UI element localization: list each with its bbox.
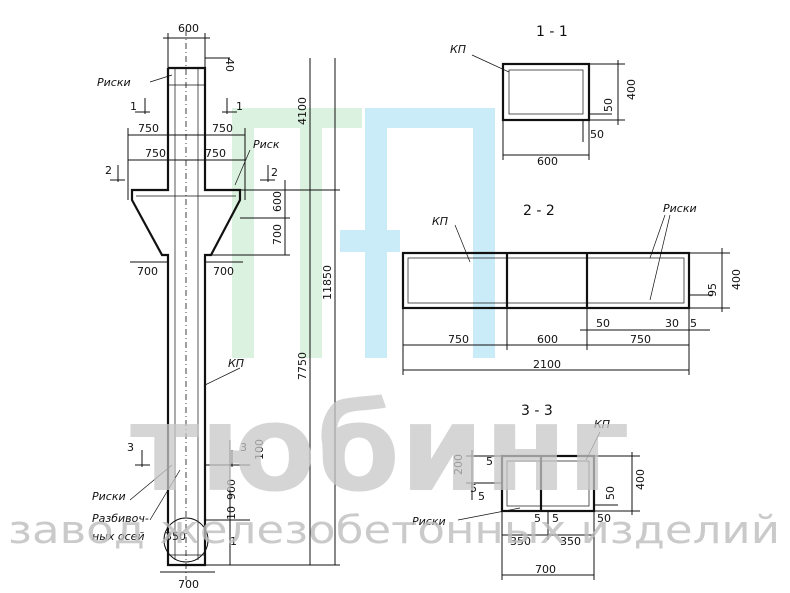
dim-base-700: 700 bbox=[178, 578, 199, 591]
cut-3-right: 3 bbox=[240, 441, 247, 454]
dim-750-right-lower: 750 bbox=[205, 147, 226, 160]
dim-750-left-lower: 750 bbox=[145, 147, 166, 160]
section-title-3-3: 3 - 3 bbox=[521, 403, 553, 419]
watermark-logo bbox=[232, 108, 495, 358]
s3-d200: 200 bbox=[452, 454, 465, 475]
cut-1-bottom: 1 bbox=[230, 535, 237, 548]
s2-w750a: 750 bbox=[448, 333, 469, 346]
cut-1-right: 1 bbox=[236, 100, 243, 113]
label-razb-line1: Разбивоч- bbox=[92, 512, 149, 525]
s3-d5e: 5 bbox=[552, 512, 559, 525]
s3-d5a: 5 bbox=[486, 455, 493, 468]
s3-d50b: 50 bbox=[597, 512, 611, 525]
s3-d5d: 5 bbox=[534, 512, 541, 525]
label-kp-s3: КП bbox=[594, 418, 610, 431]
label-riski-bottom: Риски bbox=[92, 490, 126, 503]
section-1-1 bbox=[471, 54, 625, 160]
dim-700-right: 700 bbox=[213, 265, 234, 278]
cut-1-left: 1 bbox=[130, 100, 137, 113]
s3-total: 700 bbox=[535, 563, 556, 576]
dim-upper-height: 4100 bbox=[296, 97, 309, 125]
s1-width: 600 bbox=[537, 155, 558, 168]
s2-total: 2100 bbox=[533, 358, 561, 371]
dim-top-width: 600 bbox=[178, 22, 199, 35]
dim-base-350: 350 bbox=[165, 530, 186, 543]
dim-base-10: 10 bbox=[225, 506, 238, 520]
label-riski-s3: Риски bbox=[412, 515, 446, 528]
section-2-2 bbox=[401, 214, 730, 375]
s3-d5c: 5 bbox=[478, 490, 485, 503]
s1-d50b: 50 bbox=[590, 128, 604, 141]
dim-overall-height: 11850 bbox=[321, 265, 334, 300]
dim-750-left-upper: 750 bbox=[138, 122, 159, 135]
watermark-tagline: завод железобетонных изделий bbox=[8, 508, 780, 552]
s2-w600: 600 bbox=[537, 333, 558, 346]
s1-height: 400 bbox=[625, 79, 638, 100]
s3-w350b: 350 bbox=[560, 535, 581, 548]
cut-3-left: 3 bbox=[127, 441, 134, 454]
cut-2-right: 2 bbox=[271, 166, 278, 179]
label-kp-s1: КП bbox=[450, 43, 466, 56]
label-kp-column: КП bbox=[228, 357, 244, 370]
dim-700-left: 700 bbox=[137, 265, 158, 278]
s3-d5b: 5 bbox=[470, 482, 477, 495]
s2-d30: 30 bbox=[665, 317, 679, 330]
label-kp-s2: КП bbox=[432, 215, 448, 228]
s3-d50a: 50 bbox=[604, 486, 617, 500]
s1-d50a: 50 bbox=[602, 98, 615, 112]
label-razb-line2: ных осей bbox=[92, 530, 145, 543]
dim-console-700: 700 bbox=[271, 224, 284, 245]
watermark-brand: тюбинг bbox=[130, 380, 630, 519]
dim-top-gap: 40 bbox=[223, 58, 236, 72]
dim-750-right-upper: 750 bbox=[212, 122, 233, 135]
column-elevation bbox=[110, 30, 340, 580]
s2-d95: 95 bbox=[706, 283, 719, 297]
s3-height: 400 bbox=[634, 469, 647, 490]
label-riski-s2: Риски bbox=[663, 202, 697, 215]
s2-w750b: 750 bbox=[630, 333, 651, 346]
dim-base-900: 900 bbox=[225, 479, 238, 500]
label-riski-top: Риски bbox=[97, 76, 131, 89]
s2-d5: 5 bbox=[690, 317, 697, 330]
label-risk: Риск bbox=[253, 138, 280, 151]
dim-console-600: 600 bbox=[271, 191, 284, 212]
dim-base-100: 100 bbox=[253, 439, 266, 460]
s2-height: 400 bbox=[730, 269, 743, 290]
cut-2-left: 2 bbox=[105, 164, 112, 177]
section-3-3 bbox=[457, 431, 640, 580]
section-title-1-1: 1 - 1 bbox=[536, 24, 568, 40]
dim-lower-height: 7750 bbox=[296, 352, 309, 380]
section-title-2-2: 2 - 2 bbox=[523, 203, 555, 219]
s3-w350a: 350 bbox=[510, 535, 531, 548]
s2-d50: 50 bbox=[596, 317, 610, 330]
